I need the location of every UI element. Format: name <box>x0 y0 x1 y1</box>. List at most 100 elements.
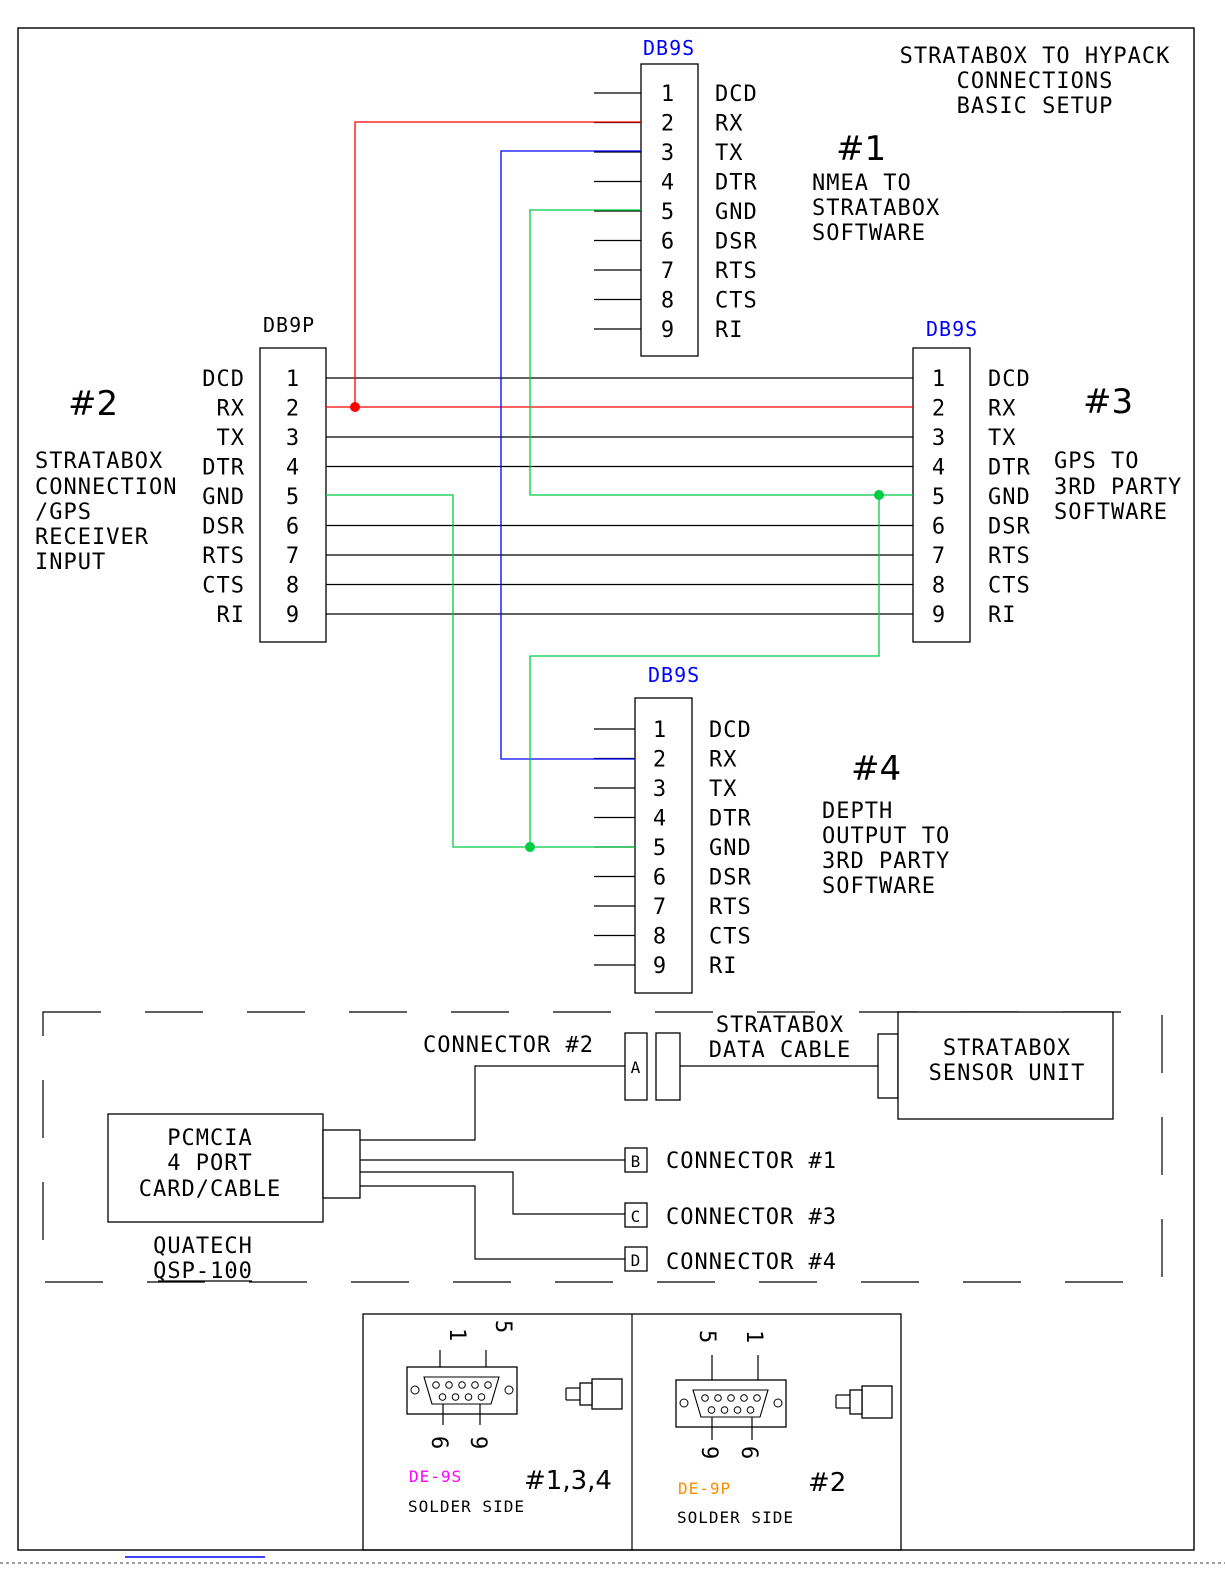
c4-pin-number: 8 <box>653 925 667 950</box>
c3-pin-number: 5 <box>932 485 946 510</box>
c2-pin-name: TX <box>217 426 246 451</box>
pin-hole <box>458 1381 466 1389</box>
c2-pin-number: 3 <box>286 426 300 451</box>
pin-hole <box>451 1393 460 1401</box>
de9s-pin-label-9: 9 <box>465 1436 490 1450</box>
c4-pin-number: 1 <box>653 718 667 743</box>
gnd-wire-1 <box>529 209 913 496</box>
c2-pin-number: 5 <box>286 485 300 510</box>
title-block: STRATABOX TO HYPACK CONNECTIONS BASIC SE… <box>900 44 1171 119</box>
sensor-line2: SENSOR UNIT <box>929 1061 1086 1086</box>
pinout-section: 1 5 6 9 DE-9S #1,3,4 SOLDER SIDE <box>362 1313 902 1551</box>
c3-pin-number: 1 <box>932 367 946 392</box>
connector4-body <box>634 697 693 994</box>
de9s-pin-label-1: 1 <box>444 1328 469 1342</box>
c1-pin-number: 3 <box>661 141 675 166</box>
pin-hole <box>438 1393 447 1401</box>
c2-pin-name: CTS <box>202 574 245 599</box>
connector2-desc-3: /GPS <box>35 500 92 525</box>
connector4-desc-4: SOFTWARE <box>822 874 936 899</box>
connector-d-plug <box>624 1246 648 1272</box>
connector-a-plug <box>624 1032 648 1101</box>
connector-d-letter: D <box>631 1251 642 1270</box>
pin-hole <box>727 1394 735 1402</box>
c2-pin-name: RX <box>217 397 246 422</box>
de9p-screw-right <box>773 1398 783 1408</box>
pin-hole <box>733 1406 742 1414</box>
title-line3: BASIC SETUP <box>957 94 1114 119</box>
pcmcia-line2: 4 PORT <box>167 1151 252 1176</box>
connector4-number: #4 <box>851 749 901 789</box>
gnd-junction-dot-1 <box>874 490 884 500</box>
c3-pin-number: 9 <box>932 603 946 628</box>
c1-pin-number: 7 <box>661 259 675 284</box>
connector-b-plug <box>624 1147 648 1173</box>
c4-pin-name: DCD <box>709 718 752 743</box>
c1-pin-name: GND <box>715 200 758 225</box>
c4-pin-number: 5 <box>653 836 667 861</box>
de9p-side-view <box>835 1385 893 1419</box>
cable-a <box>360 1065 625 1141</box>
c4-pin-number: 7 <box>653 895 667 920</box>
c3-pin-number: 3 <box>932 426 946 451</box>
connector-c-letter: C <box>631 1207 642 1226</box>
gnd-wire-3 <box>529 495 880 847</box>
connector4-desc-3: 3RD PARTY <box>822 849 950 874</box>
de9p-pin-holes <box>701 1394 761 1414</box>
c2-pin-number: 1 <box>286 367 300 392</box>
connector-a-letter: A <box>631 1058 642 1077</box>
connector1-desc-1: NMEA TO <box>812 171 912 196</box>
data-cable-line2: DATA CABLE <box>709 1038 851 1063</box>
c1-pin-name: DCD <box>715 82 758 107</box>
pin-hole <box>746 1406 755 1414</box>
de9s-pinout: 1 5 6 9 DE-9S #1,3,4 SOLDER SIDE <box>406 1320 623 1516</box>
de9s-face <box>423 1376 500 1405</box>
c3-pin-number: 7 <box>932 544 946 569</box>
pin-hole <box>464 1393 473 1401</box>
sensor-plug <box>877 1033 899 1099</box>
c3-pin-name: DSR <box>988 515 1031 540</box>
connector2-desc-4: RECEIVER <box>35 525 149 550</box>
outer-frame <box>17 27 1195 1551</box>
rx-junction-dot <box>350 402 360 412</box>
connector4-desc-1: DEPTH <box>822 799 893 824</box>
connector3-body <box>912 347 971 643</box>
pcmcia-line3: CARD/CABLE <box>139 1177 281 1202</box>
c2-pin-name: GND <box>202 485 245 510</box>
de9s-screw-right <box>504 1385 514 1395</box>
c1-pin-name: CTS <box>715 289 758 314</box>
pin-hole <box>471 1381 479 1389</box>
cable-d <box>360 1185 625 1260</box>
connector1-desc: #1 NMEA TO STRATABOX SOFTWARE <box>812 129 940 246</box>
connector2-desc-5: INPUT <box>35 550 106 575</box>
de9s-pin-holes <box>432 1381 492 1401</box>
de9s-side: SOLDER SIDE <box>408 1497 525 1516</box>
c1-pin-number: 5 <box>661 200 675 225</box>
c1-pin-name: RI <box>715 318 744 343</box>
connector2-body <box>259 347 327 643</box>
connector4-desc: #4 DEPTH OUTPUT TO 3RD PARTY SOFTWARE <box>822 749 950 899</box>
c3-pin-number: 8 <box>932 574 946 599</box>
title-line2: CONNECTIONS <box>957 69 1114 94</box>
c2-pin-number: 9 <box>286 603 300 628</box>
c1-pin-name: TX <box>715 141 744 166</box>
tx-wire <box>500 150 641 760</box>
de9p-face <box>692 1389 769 1418</box>
de9p-pin-label-1: 1 <box>741 1330 766 1344</box>
pin-hole <box>720 1406 729 1414</box>
c1-pin-number: 8 <box>661 289 675 314</box>
c3-pin-name: DCD <box>988 367 1031 392</box>
c3-pin-name: RTS <box>988 544 1031 569</box>
connector1-desc-3: SOFTWARE <box>812 221 926 246</box>
gnd-wire-2 <box>326 494 635 848</box>
connector-a-label: CONNECTOR #2 <box>423 1033 594 1058</box>
connector1-desc-2: STRATABOX <box>812 196 940 221</box>
de9p-screw-left <box>679 1398 689 1408</box>
c3-pin-name: GND <box>988 485 1031 510</box>
c1-pin-name: RX <box>715 112 744 137</box>
title-line1: STRATABOX TO HYPACK <box>900 44 1171 69</box>
c2-pin-number: 8 <box>286 574 300 599</box>
gnd-junction-dot-2 <box>525 842 535 852</box>
pin-hole <box>701 1394 709 1402</box>
pin-hole <box>753 1394 761 1402</box>
